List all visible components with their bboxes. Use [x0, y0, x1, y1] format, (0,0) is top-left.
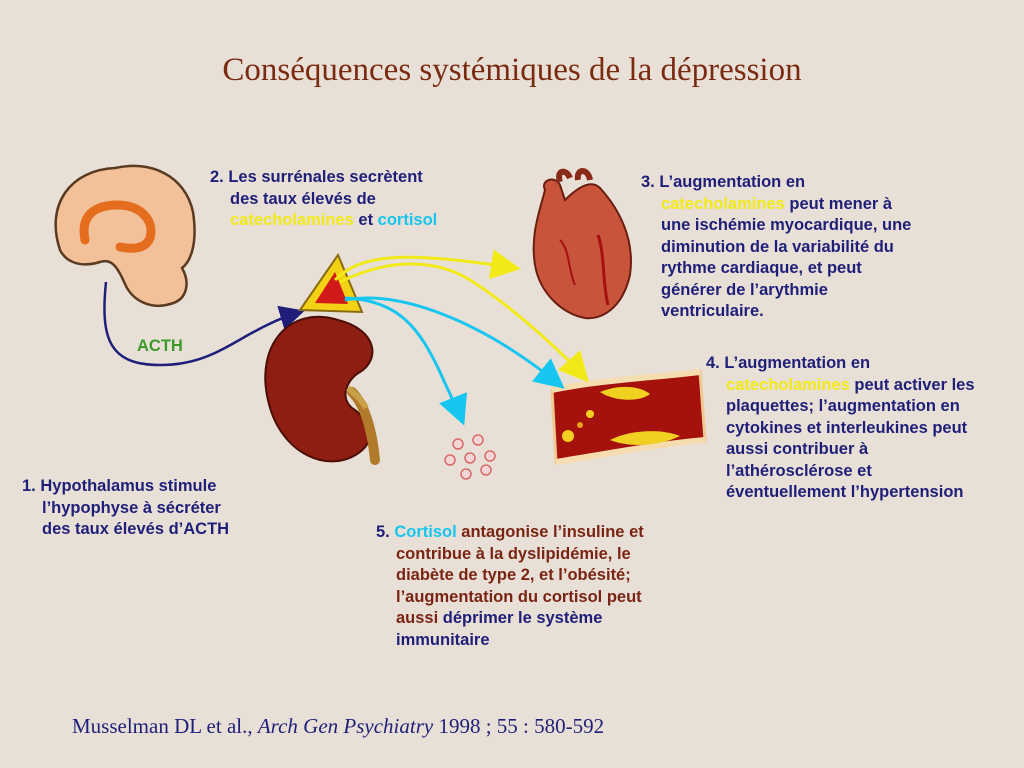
- step4-line-4: cytokines et interleukines peut: [726, 418, 968, 437]
- step5-line-2: contribue à la dyslipidémie, le: [396, 544, 631, 563]
- step5-text: 5. Cortisol antagonise l’insuline et con…: [376, 522, 644, 651]
- step5-aussi: aussi: [396, 609, 439, 627]
- catecholamine-arrow-artery: [339, 262, 589, 383]
- step4-catecholamines: catecholamines: [726, 375, 850, 394]
- artery-plaque-icon: [550, 369, 707, 465]
- step3-line-3: une ischémie myocardique, une: [661, 216, 912, 234]
- step4-line-1: 4. L’augmentation en: [706, 354, 871, 372]
- step3-line-1: 3. L’augmentation en: [641, 173, 806, 191]
- step5-line-4: l’augmentation du cortisol peut: [396, 587, 642, 606]
- heart-icon: [532, 168, 632, 320]
- step1-text: 1. Hypothalamus stimule l’hypophyse à sé…: [22, 476, 229, 541]
- step4-text: 4. L’augmentation en catecholamines peut…: [706, 353, 975, 504]
- blood-cells-icon: [444, 434, 496, 480]
- step2-text: 2. Les surrénales secrètent des taux éle…: [210, 167, 437, 232]
- citation-journal: Arch Gen Psychiatry: [257, 714, 434, 738]
- step3-line-7: ventriculaire.: [661, 302, 764, 320]
- step2-line-1: 2. Les surrénales secrètent: [210, 168, 423, 186]
- citation: Musselman DL et al., Arch Gen Psychiatry…: [72, 714, 604, 739]
- acth-label: ACTH: [137, 337, 183, 355]
- step1-number: 1.: [22, 477, 36, 495]
- step5-line-6: immunitaire: [396, 630, 490, 649]
- brain-icon: [54, 164, 196, 307]
- citation-details: 1998 ; 55 : 580-592: [433, 714, 605, 738]
- step5-line-1-rest: antagonise l’insuline et: [456, 523, 644, 541]
- step3-line-4: diminution de la variabilité du: [661, 237, 894, 256]
- cortisol-arrow-cells: [344, 296, 468, 426]
- step4-line-3: plaquettes; l’augmentation en: [726, 397, 960, 415]
- step5-cortisol: Cortisol: [394, 523, 457, 541]
- step4-line-6: l’athérosclérose et: [726, 461, 872, 480]
- step2-and: et: [353, 211, 378, 229]
- step1-line-0: Hypothalamus stimule: [40, 477, 217, 495]
- page-title: Conséquences systémiques de la dépressio…: [222, 52, 802, 88]
- step5-number: 5.: [376, 523, 395, 541]
- step2-catecholamines: catecholamines: [230, 211, 354, 229]
- step4-line-7: éventuellement l’hypertension: [726, 483, 964, 501]
- acth-arrow: [103, 281, 305, 367]
- step3-line-6: générer de l’arythmie: [661, 280, 828, 299]
- step1-line-1: l’hypophyse à sécréter: [42, 498, 221, 517]
- step2-line-2: des taux élevés de: [230, 189, 376, 208]
- step3-text: 3. L’augmentation en catecholamines peut…: [641, 172, 911, 323]
- citation-authors: Musselman DL et al.,: [72, 714, 258, 738]
- step4-line-2-rest: peut activer les: [849, 375, 975, 394]
- step5-line-5-rest: déprimer le système: [438, 609, 603, 627]
- step3-catecholamines: catecholamines: [661, 194, 785, 213]
- step4-line-5: aussi contribuer à: [726, 440, 869, 458]
- kidney-icon: [264, 315, 380, 465]
- step5-line-3: diabète de type 2, et l’obésité;: [396, 566, 631, 584]
- step3-line-5: rythme cardiaque, et peut: [661, 259, 862, 277]
- adrenal-gland-icon: [298, 252, 364, 314]
- cortisol-arrow-artery: [344, 296, 565, 389]
- step3-line-2-rest: peut mener à: [784, 194, 893, 213]
- catecholamine-arrow-heart: [333, 249, 521, 282]
- step1-line-2: des taux élevés d’ACTH: [42, 520, 230, 538]
- step2-cortisol: cortisol: [377, 211, 438, 229]
